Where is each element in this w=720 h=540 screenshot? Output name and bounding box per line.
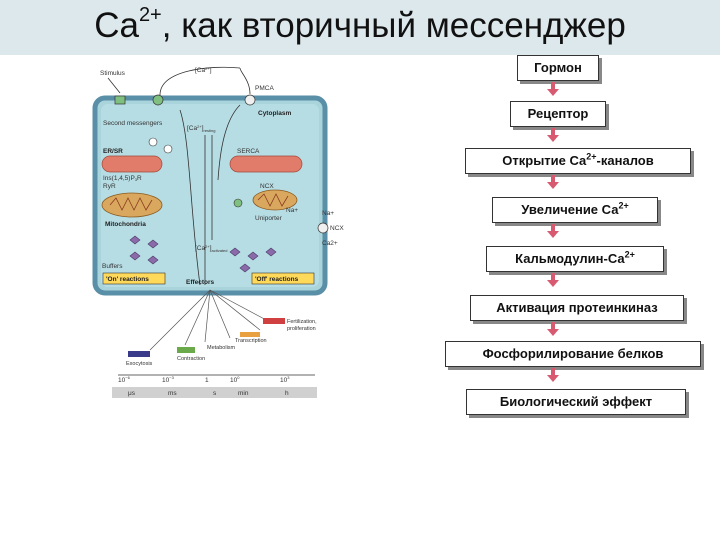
transcription-label: Transcription (235, 338, 267, 344)
ins-label: Ins(1,4,5)P3R (103, 175, 142, 182)
flow-step-receptor: Рецептор (510, 101, 606, 127)
ncx-membrane (317, 222, 329, 234)
time-scale-bar (112, 387, 317, 398)
cytoplasm-label: Cytoplasm (258, 110, 291, 117)
channel-mid (152, 94, 164, 106)
tick-3: 1 (205, 377, 209, 384)
flow-step-phosphorylation: Фосфорилирование белков (445, 341, 701, 367)
unit-us: μs (128, 390, 136, 397)
flow-step-channel-opening: Открытие Са2+-каналов (465, 148, 691, 174)
contraction-label: Contraction (177, 356, 205, 362)
uniporter-label: Uniporter (255, 215, 283, 222)
tick-2: 10−3 (162, 375, 175, 384)
plus-2 (163, 144, 173, 154)
pmca-pump (244, 94, 256, 106)
unit-h: h (285, 390, 289, 397)
ncx-transporter (233, 198, 243, 208)
flow-arrow-6 (547, 322, 559, 336)
unit-min: min (238, 390, 249, 397)
signal-cascade-flowchart: Гормон Рецептор Открытие Са2+-каналов Ув… (440, 55, 705, 425)
flow-step-ca-increase: Увеличение Са2+ (492, 197, 658, 223)
mitochondria-label: Mitochondria (105, 221, 146, 228)
ca-activated-label: [Ca2+]activated (195, 244, 228, 253)
plus-1 (148, 137, 158, 147)
na-in-label: Na+ (286, 207, 298, 214)
mitochondrion-right (252, 189, 298, 211)
title-bar (0, 0, 720, 55)
flow-arrow-4 (547, 224, 559, 238)
stimulus-label: Stimulus (100, 70, 126, 77)
flow-arrow-3 (547, 175, 559, 189)
flow-arrow-5 (547, 273, 559, 287)
ca-ext-label: [Ca2+] (195, 66, 212, 74)
off-reactions-label: 'Off' reactions (255, 276, 299, 283)
ca-out-label: Ca2+ (322, 240, 338, 247)
flow-step-hormone: Гормон (517, 55, 599, 81)
ncx-in-label: NCX (260, 183, 274, 190)
er-left (101, 155, 163, 173)
exocytosis-bar (128, 351, 150, 357)
slide-title: Ca2+, как вторичный мессенджер (94, 4, 626, 45)
calcium-signaling-figure: Stimulus [Ca2+] PMCA Cytoplasm Second me… (92, 66, 344, 398)
er-right (229, 155, 303, 173)
tick-4: 100 (230, 375, 240, 384)
pmca-label: PMCA (255, 85, 274, 92)
metabolism-bar (177, 347, 195, 353)
on-reactions-box (102, 272, 166, 285)
tick-1: 10−6 (118, 375, 131, 384)
on-reactions-label: 'On' reactions (106, 276, 149, 283)
flow-arrow-2 (547, 128, 559, 142)
na-out-label: Na+ (322, 210, 334, 217)
transcription-bar (240, 332, 260, 337)
buffers-label: Buffers (102, 263, 123, 270)
cell-inner (101, 104, 319, 287)
proliferation-label: proliferation (287, 326, 316, 332)
flow-arrow-1 (547, 82, 559, 96)
effector-lines (149, 289, 271, 351)
fertilization-label: Fertilization, (287, 319, 317, 325)
buffer-proteins (129, 235, 277, 273)
time-ticks: 10−6 10−3 1 100 103 (118, 375, 290, 384)
flow-step-kinase-activation: Активация протеинкиназ (470, 295, 684, 321)
exocytosis-label: Exocytosis (126, 361, 153, 367)
er-sr-label: ER/SR (103, 148, 123, 155)
flow-step-calmodulin: Кальмодулин-Са2+ (486, 246, 664, 272)
serca-label: SERCA (237, 148, 260, 155)
fertilization-bar (263, 318, 285, 324)
tick-5: 103 (280, 375, 290, 384)
mitochondrion (101, 192, 163, 218)
ryr-label: RyR (103, 183, 116, 190)
ca-resting-label: [Ca2+]resting (187, 124, 216, 133)
channel-left (114, 95, 126, 105)
time-units: μs ms s min h (128, 390, 289, 397)
flow-arrow-7 (547, 368, 559, 382)
effectors-label: Effectors (186, 279, 215, 286)
unit-ms: ms (168, 390, 177, 397)
flow-step-biological-effect: Биологический эффект (466, 389, 686, 415)
unit-s: s (213, 390, 217, 397)
ncx-out-label: NCX (330, 225, 344, 232)
off-reactions-box (251, 272, 315, 285)
metabolism-label: Metabolism (207, 345, 236, 351)
second-messengers-label: Second messengers (103, 120, 163, 127)
